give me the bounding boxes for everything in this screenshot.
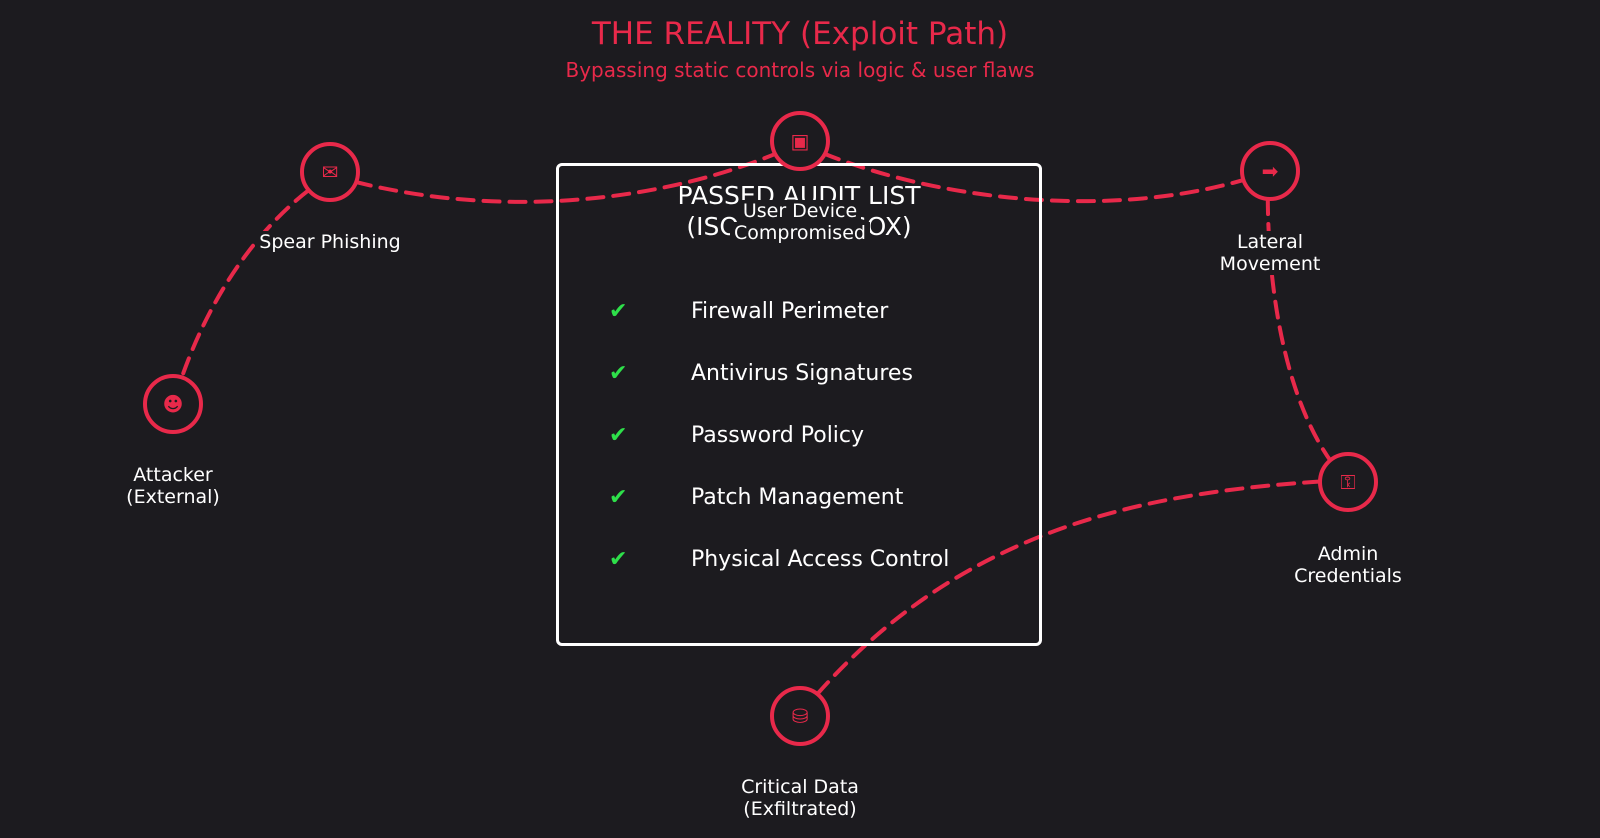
envelope-icon: ✉ <box>321 160 339 184</box>
audit-item: ✔ Patch Management <box>609 483 1029 517</box>
node-label-line: Spear Phishing <box>255 231 405 253</box>
node-admin: ⚿ <box>1318 452 1378 512</box>
check-icon: ✔ <box>609 547 628 572</box>
node-label-line: Critical Data <box>741 776 859 798</box>
exploit-path-segment <box>173 173 332 400</box>
node-label-line: User Device <box>738 200 862 222</box>
audit-item-label: Physical Access Control <box>691 547 950 572</box>
check-icon: ✔ <box>609 299 628 324</box>
audit-item-label: Antivirus Signatures <box>691 361 913 386</box>
node-label-phishing: Spear Phishing <box>220 231 440 253</box>
database-icon: ⛁ <box>791 704 809 728</box>
key-icon: ⚿ <box>1340 470 1356 494</box>
check-icon: ✔ <box>609 485 628 510</box>
node-device: ▣ <box>770 111 830 171</box>
audit-item: ✔ Password Policy <box>609 421 1029 455</box>
node-attacker: ☻ <box>143 374 203 434</box>
node-phishing: ✉ <box>300 142 360 202</box>
node-label-line: Compromised <box>730 222 870 244</box>
user-secret-icon: ☻ <box>162 392 184 416</box>
check-icon: ✔ <box>609 361 628 386</box>
audit-item-label: Patch Management <box>691 485 904 510</box>
node-label-line: Credentials <box>1294 565 1402 587</box>
exploit-path-segment <box>1265 170 1348 482</box>
audit-item: ✔ Firewall Perimeter <box>609 297 1029 331</box>
exploit-path-segment <box>800 478 1348 714</box>
audit-item: ✔ Physical Access Control <box>609 545 1029 579</box>
node-label-data: Critical Data(Exfiltrated) <box>690 776 910 820</box>
page-subtitle: Bypassing static controls via logic & us… <box>565 58 1035 82</box>
page-title: THE REALITY (Exploit Path) <box>591 16 1009 52</box>
node-data: ⛁ <box>770 686 830 746</box>
audit-item-label: Password Policy <box>691 423 865 448</box>
node-label-line: (Exfiltrated) <box>743 798 857 820</box>
node-lateral: ➡ <box>1240 141 1300 201</box>
node-label-line: (External) <box>126 486 220 508</box>
node-label-line: Admin <box>1317 543 1379 565</box>
check-icon: ✔ <box>609 423 628 448</box>
node-label-line: Attacker <box>133 464 213 486</box>
arrow-right-icon: ➡ <box>1261 159 1279 183</box>
node-label-line: Lateral <box>1232 231 1308 253</box>
laptop-icon: ▣ <box>790 129 810 153</box>
audit-item-label: Firewall Perimeter <box>691 299 889 324</box>
node-label-attacker: Attacker(External) <box>63 464 283 508</box>
node-label-line: Movement <box>1215 253 1325 275</box>
audit-item: ✔ Antivirus Signatures <box>609 359 1029 393</box>
passed-audit-list-box: PASSED AUDIT LIST (ISO 27001 / SOX) ✔Fir… <box>556 163 1042 646</box>
